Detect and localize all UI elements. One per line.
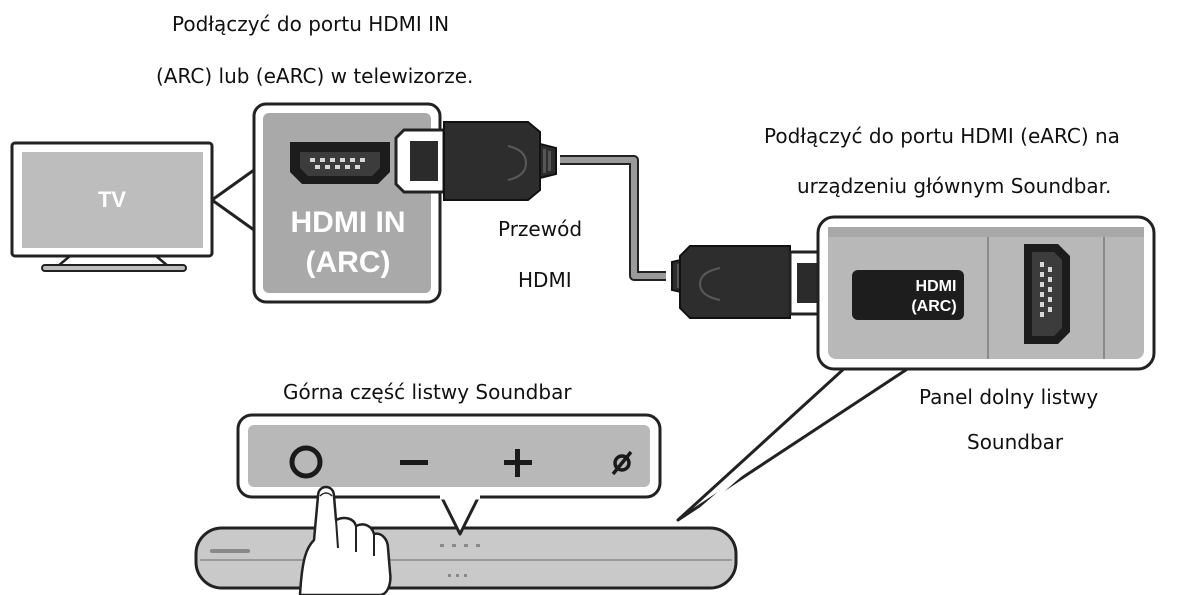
cable-label-line1: Przewód: [498, 217, 583, 241]
soundbar-bottom-panel-callout: HDMI (ARC): [676, 215, 1156, 522]
power-button-icon: [289, 445, 323, 479]
mic-off-icon: [611, 450, 633, 476]
bottom-panel-label-line1: Panel dolny listwy: [919, 385, 1099, 409]
tv-illustration: TV: [10, 141, 214, 272]
tv-port-instruction-line1: Podłączyć do portu HDMI IN: [172, 12, 450, 36]
volume-up-icon: [504, 449, 532, 477]
hdmi-plug-soundbar-side: [671, 245, 840, 319]
hand-pointer-icon: [298, 485, 392, 595]
bottom-panel-label-line2: Soundbar: [967, 430, 1064, 454]
tv-screen-label: TV: [98, 187, 126, 212]
soundbar-port-instruction-line2: urządzeniu głównym Soundbar.: [797, 174, 1112, 198]
tv-port-label-line1: HDMI IN: [291, 206, 406, 239]
hdmi-cable: [394, 121, 840, 319]
top-panel-label: Górna część listwy Soundbar: [283, 380, 572, 404]
tv-port-label-line2: (ARC): [306, 246, 391, 279]
tv-hdmi-port-callout: HDMI IN (ARC): [252, 102, 442, 304]
cable-label-line2: HDMI: [518, 268, 572, 292]
volume-down-icon: [400, 460, 428, 465]
soundbar-port-label-line1: HDMI: [916, 278, 957, 295]
soundbar-top-panel-callout: [236, 413, 662, 536]
soundbar-port-instruction-line1: Podłączyć do portu HDMI (eARC) na: [764, 124, 1120, 148]
tv-port-instruction-line2: (ARC) lub (eARC) w telewizorze.: [156, 64, 474, 88]
soundbar-port-label-line2: (ARC): [911, 298, 956, 315]
soundbar-illustration: [194, 526, 738, 590]
hdmi-plug-tv-side: [394, 121, 557, 201]
